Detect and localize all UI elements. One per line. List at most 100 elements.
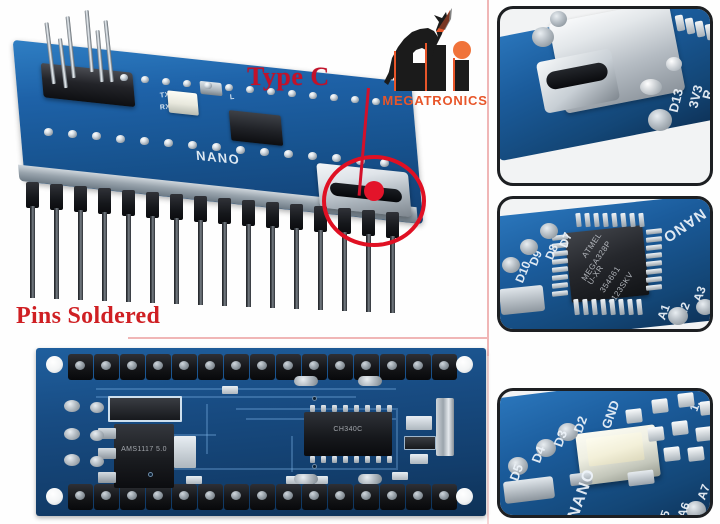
pin-header-base <box>290 204 303 230</box>
pin-header-base <box>194 196 207 222</box>
header-solder-pad <box>172 484 197 510</box>
header-solder-pad <box>302 484 327 510</box>
smd-pad <box>699 400 710 416</box>
pin-header-base <box>218 198 231 224</box>
detail-panel-reset-switch: D2 D3 D4 D5 GND 1. A5 A6 A7 NANO <box>497 388 713 518</box>
header-solder-pad <box>380 484 405 510</box>
header-solder-pad <box>198 484 223 510</box>
voltage-regulator: AMS1117 5.0 <box>114 424 174 488</box>
regulator-pin <box>98 428 116 439</box>
type-c-highlight-ellipse <box>322 155 426 247</box>
solder-joint <box>188 141 197 150</box>
pin-header-base <box>98 188 111 214</box>
header-pin <box>366 234 371 312</box>
header-solder-pad <box>302 354 327 380</box>
chip-leg <box>332 405 337 412</box>
header-pin <box>246 224 251 307</box>
header-pin <box>78 210 83 300</box>
oval-pad <box>294 474 318 484</box>
oval-pad <box>358 474 382 484</box>
pin-header-base <box>122 190 135 216</box>
mounting-pad <box>520 239 538 255</box>
header-solder-pad <box>198 354 223 380</box>
back-board-photo: AMS1117 5.0 CH340C <box>36 348 486 516</box>
smd-pad <box>647 426 665 442</box>
megatronics-logo: MEGATRONICS <box>376 6 494 108</box>
mounting-pad <box>558 423 578 441</box>
pin-header-base <box>266 202 279 228</box>
header-solder-pad <box>68 354 93 380</box>
solder-joint <box>141 76 149 83</box>
header-solder-pad <box>224 354 249 380</box>
mounting-hole <box>456 488 473 505</box>
chip-leg <box>343 405 348 412</box>
solder-pad <box>550 11 567 27</box>
solder-joint <box>351 96 359 103</box>
chip-leg <box>354 456 359 463</box>
header-solder-pad <box>354 484 379 510</box>
pin-header-base <box>50 184 63 210</box>
solder-joint <box>183 80 191 87</box>
pin-header-base <box>242 200 255 226</box>
pin-header-base <box>170 194 183 220</box>
regulator-pin <box>98 472 116 483</box>
type-c-marker-dot <box>364 181 384 201</box>
usb-c-connector-edge <box>500 284 546 316</box>
atmega328p-chip: ATMEL MEGA328P U-XR 354661 2123SKV <box>564 225 650 306</box>
chip-leg <box>387 456 392 463</box>
brand-wordmark-text: MEGATRONICS <box>382 93 487 108</box>
reset-button-main[interactable] <box>167 90 199 116</box>
header-pin <box>270 226 275 308</box>
capacitor <box>174 436 196 468</box>
solder-joint <box>640 79 662 95</box>
horizontal-divider <box>128 337 488 339</box>
voltage-regulator-marking: AMS1117 5.0 <box>121 446 167 453</box>
header-pin <box>30 206 35 298</box>
smd-part <box>410 454 428 464</box>
pin-header-base <box>74 186 87 212</box>
vertical-divider <box>487 0 489 358</box>
chip-leg <box>376 456 381 463</box>
silkscreen-marker-l: L <box>229 93 236 102</box>
mounting-hole <box>456 356 473 373</box>
mounting-pad <box>508 457 528 475</box>
smd-pad <box>687 446 705 462</box>
solder-joint <box>204 82 212 89</box>
mounting-pad <box>540 223 558 239</box>
reset-button-cap[interactable] <box>585 431 645 467</box>
solder-joint <box>140 136 149 145</box>
header-solder-pad <box>146 484 171 510</box>
smd-part <box>186 476 202 484</box>
mounting-pad <box>686 501 706 515</box>
mounting-hole <box>46 356 63 373</box>
smd-part <box>314 476 328 484</box>
regulator-pin <box>98 448 116 459</box>
header-solder-pad <box>172 354 197 380</box>
mounting-pad <box>648 109 672 131</box>
solder-joint <box>372 98 380 105</box>
test-pad <box>90 430 104 441</box>
type-c-label: Type C <box>247 62 330 91</box>
pin-header-base <box>26 182 39 208</box>
header-solder-pad <box>328 354 353 380</box>
solder-joint <box>162 78 170 85</box>
header-pin <box>174 218 179 304</box>
header-solder-pad <box>120 354 145 380</box>
chip-leg <box>365 405 370 412</box>
solder-joint <box>332 154 341 163</box>
smd-pad <box>625 408 643 424</box>
chip-leg <box>332 456 337 463</box>
chip-leg <box>365 456 370 463</box>
solder-joint <box>68 130 77 139</box>
mounting-pad <box>668 307 688 325</box>
smd-pad <box>677 392 695 408</box>
silk-box <box>108 396 182 422</box>
smd-pad <box>671 420 689 436</box>
header-solder-pad <box>276 354 301 380</box>
smd-pad <box>695 426 710 442</box>
chip-leg <box>310 405 315 412</box>
solder-joint <box>92 132 101 141</box>
header-solder-pad <box>354 354 379 380</box>
header-solder-pad <box>406 484 431 510</box>
header-solder-pad <box>250 484 275 510</box>
